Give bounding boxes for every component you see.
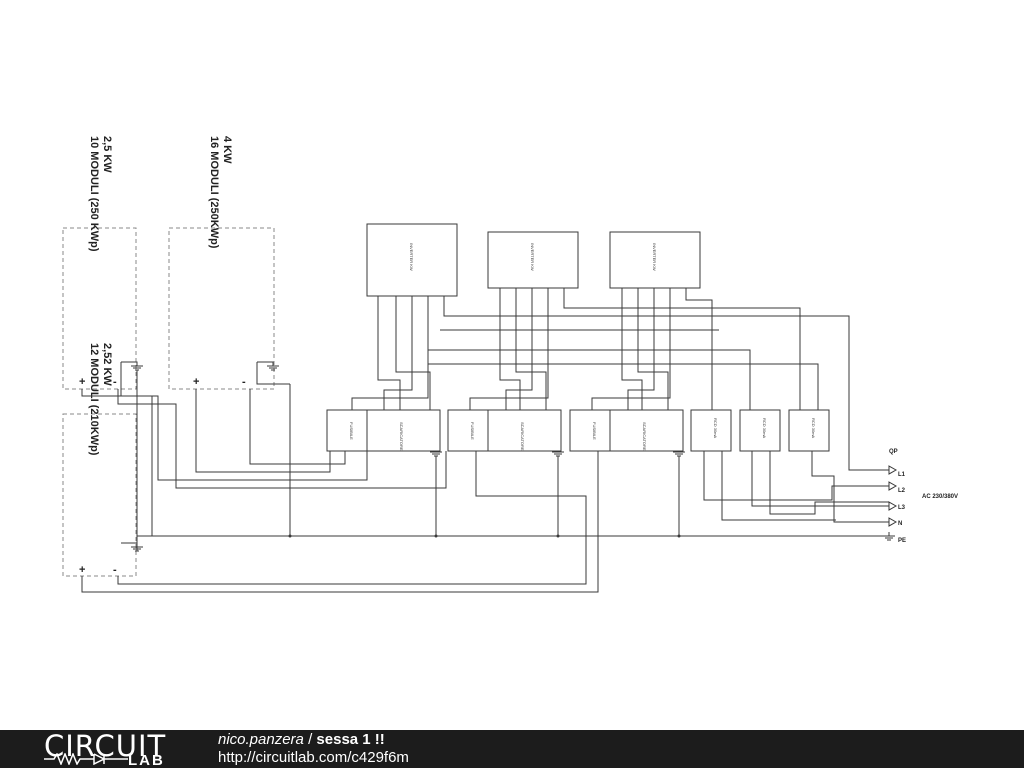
junction-dot	[434, 534, 438, 538]
pv-array-3: 2,52 KW 12 MODULI (210KWp) + -	[62, 343, 137, 577]
inverter-1-label: INVERTER KW	[409, 243, 414, 271]
surge-box-1-label: SCARICATORE	[399, 422, 404, 451]
circuit-url[interactable]: http://circuitlab.com/c429f6m	[218, 749, 409, 766]
schematic-canvas: 2,5 KW 10 MODULI (250 KWp) + - 4 KW 16 M…	[62, 136, 958, 593]
author-separator: /	[303, 731, 317, 748]
pv-array-1: 2,5 KW 10 MODULI (250 KWp) + -	[62, 136, 137, 390]
ground-links	[120, 362, 290, 396]
l3-terminal-icon	[888, 501, 898, 511]
rcd-1: RCD 30mA	[690, 409, 732, 452]
pv-array-2-minus: -	[242, 376, 246, 388]
pv-array-1-minus: -	[113, 376, 117, 388]
inverter-2-dc-wires	[469, 288, 549, 410]
inverter-3: INVERTER KW	[609, 231, 701, 289]
array2-plus-wire	[195, 389, 331, 473]
pv-array-2-power: 4 KW	[221, 136, 233, 164]
l2-terminal-icon	[888, 481, 898, 491]
junction-dot	[288, 534, 292, 538]
rcd-1-label: RCD 30mA	[713, 418, 718, 439]
rcd-output-wires	[703, 451, 889, 523]
logo-lab-text: LAB	[128, 752, 165, 769]
resistor-diode-logo-icon	[44, 753, 128, 765]
pv-array-3-power: 2,52 KW	[101, 343, 113, 386]
fuse-box-1	[326, 409, 368, 452]
ground-icon	[121, 361, 143, 371]
array1-plus-wire	[81, 389, 368, 481]
ac-voltage-label: AC 230/380V	[922, 494, 958, 500]
protection-group-2: FUSIBILE SCARICATORE	[447, 409, 562, 452]
pv-array-3-modules: 12 MODULI (210KWp)	[88, 343, 100, 456]
protection-group-1: FUSIBILE SCARICATORE	[326, 409, 441, 452]
surge-box-2-label: SCARICATORE	[520, 422, 525, 451]
array3-minus-wire	[117, 451, 587, 585]
rcd-2-label: RCD 30mA	[762, 418, 767, 439]
rcd-2: RCD 30mA	[739, 409, 781, 452]
junction-dot	[677, 534, 681, 538]
array2-minus-wire	[249, 389, 346, 465]
surge-box-3	[609, 409, 684, 452]
pv-array-2: 4 KW 16 MODULI (250KWp) + -	[168, 136, 275, 390]
pv-array-1-outline	[62, 227, 137, 390]
inverter-1-dc-wires	[351, 296, 431, 410]
qp-label: QP	[889, 449, 898, 455]
n-label: N	[898, 521, 902, 527]
inverter-1-box	[366, 223, 458, 297]
pv-array-2-outline	[168, 227, 275, 390]
ac-neutral-wires	[427, 296, 819, 410]
pv-array-2-modules: 16 MODULI (250KWp)	[208, 136, 220, 249]
pe-drop-wires	[136, 370, 680, 551]
surge-box-2	[487, 409, 562, 452]
rcd-3-label: RCD 30mA	[811, 418, 816, 439]
inverter-3-dc-wires	[591, 288, 671, 410]
ac-output-wires	[443, 288, 889, 471]
inverter-3-label: INVERTER KW	[652, 243, 657, 271]
pv-array-3-plus: +	[79, 564, 85, 576]
fuse-box-3-label: FUSIBILE	[592, 422, 597, 440]
ground-icon	[121, 542, 143, 552]
pv-array-2-plus: +	[193, 376, 199, 388]
inverter-2-label: INVERTER KW	[530, 243, 535, 271]
junction-dot	[556, 534, 560, 538]
array1-minus-wire	[117, 389, 447, 489]
rcd-3-box	[788, 409, 830, 452]
rcd-2-box	[739, 409, 781, 452]
array3-plus-wire	[81, 451, 599, 593]
fuse-box-1-label: FUSIBILE	[349, 422, 354, 440]
ground-icon	[257, 361, 279, 371]
inverter-3-box	[609, 231, 701, 289]
surge-box-1	[366, 409, 441, 452]
pv-array-1-power: 2,5 KW	[101, 136, 113, 173]
circuit-title[interactable]: sessa 1 !!	[316, 731, 385, 748]
fuse-box-2-label: FUSIBILE	[470, 422, 475, 440]
footer-bar: CIRCUIT LAB nico.panzera / sessa 1 !! ht…	[0, 730, 1024, 768]
n-terminal-icon	[888, 517, 898, 527]
l2-label: L2	[898, 488, 906, 494]
l3-label: L3	[898, 505, 906, 511]
fuse-box-2	[447, 409, 489, 452]
pv-array-3-minus: -	[113, 564, 117, 576]
l1-terminal-icon	[888, 465, 898, 475]
pv-array-1-plus: +	[79, 376, 85, 388]
inverter-2: INVERTER KW	[487, 231, 579, 289]
l1-label: L1	[898, 472, 906, 478]
inverter-1: INVERTER KW	[366, 223, 458, 297]
author-name[interactable]: nico.panzera	[218, 731, 304, 748]
pe-label: PE	[898, 538, 906, 544]
rcd-1-box	[690, 409, 732, 452]
rcd-3: RCD 30mA	[788, 409, 830, 452]
inverter-2-box	[487, 231, 579, 289]
fuse-box-3	[569, 409, 611, 452]
wiring	[81, 288, 898, 593]
pv-array-1-modules: 10 MODULI (250 KWp)	[88, 136, 100, 252]
surge-box-3-label: SCARICATORE	[642, 422, 647, 451]
protection-group-3: FUSIBILE SCARICATORE	[569, 409, 684, 452]
author-title-line: nico.panzera / sessa 1 !!	[218, 731, 385, 749]
pv-array-3-outline	[62, 413, 137, 577]
